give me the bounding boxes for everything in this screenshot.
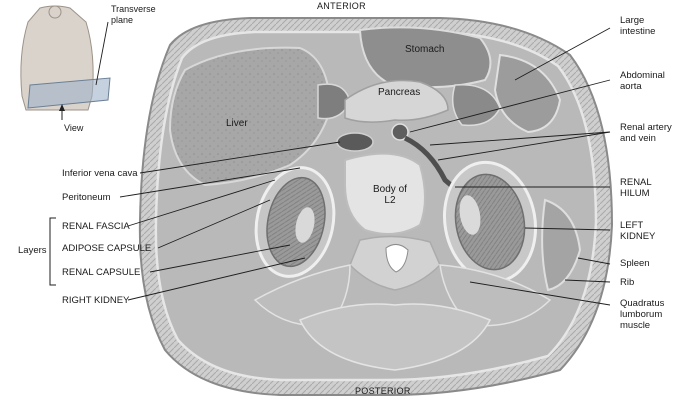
liver-label: Liver [226, 118, 248, 129]
body-l2-label: Body of L2 [373, 184, 407, 206]
abdominal-aorta-label: Abdominal aorta [620, 70, 665, 92]
transverse-plane-label: Transverse plane [111, 4, 156, 26]
stomach-label: Stomach [405, 44, 444, 55]
spleen-label: Spleen [620, 258, 650, 269]
anterior-label: ANTERIOR [317, 1, 366, 12]
posterior-label: POSTERIOR [355, 386, 411, 397]
right-kidney-label: RIGHT KIDNEY [62, 295, 129, 306]
stomach [360, 27, 490, 87]
adipose-capsule-label: ADIPOSE CAPSULE [62, 243, 151, 254]
quadratus-label: Quadratus lumborum muscle [620, 298, 664, 331]
layers-bracket [50, 218, 56, 285]
renal-fascia-label: RENAL FASCIA [62, 221, 130, 232]
left-kidney-label: LEFT KIDNEY [620, 220, 655, 242]
renal-capsule-label: RENAL CAPSULE [62, 267, 140, 278]
renal-artery-vein-label: Renal artery and vein [620, 122, 672, 144]
peritoneum-label: Peritoneum [62, 192, 111, 203]
large-intestine-label: Large intestine [620, 15, 655, 37]
inset-torso [18, 2, 110, 130]
layers-label: Layers [18, 245, 47, 256]
ivc-label: Inferior vena cava [62, 168, 138, 179]
view-label: View [64, 123, 83, 134]
renal-hilum-label: RENAL HILUM [620, 177, 652, 199]
pancreas-label: Pancreas [378, 87, 420, 98]
inferior-vena-cava [337, 133, 373, 151]
rib-label: Rib [620, 277, 634, 288]
